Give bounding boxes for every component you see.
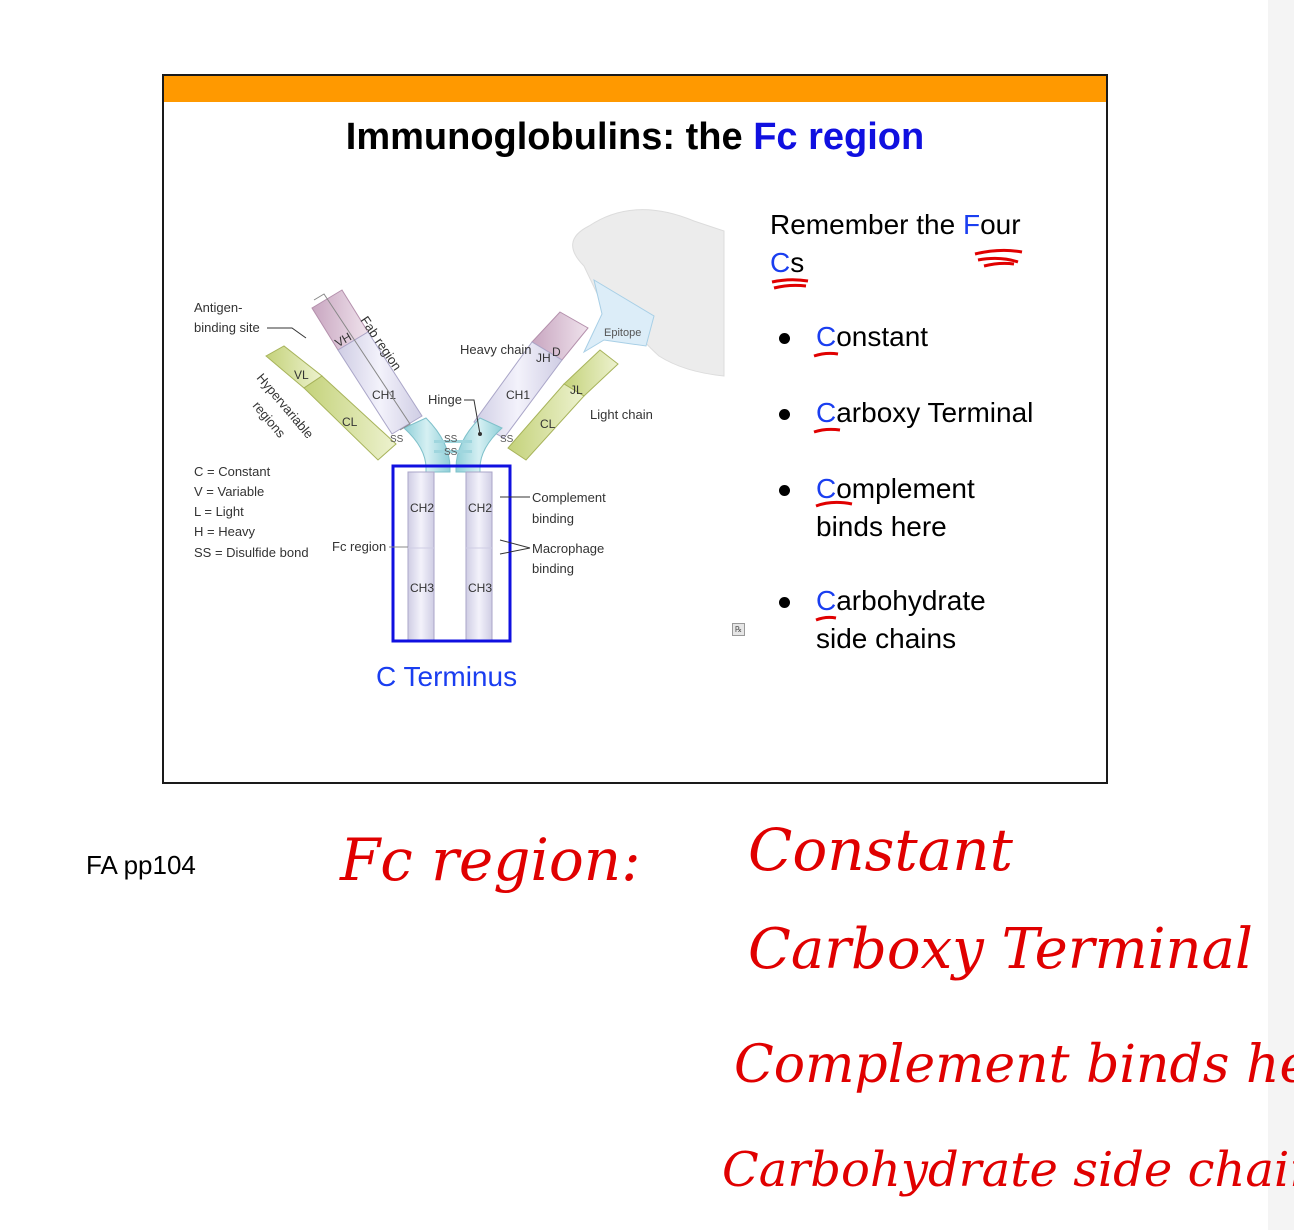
cl-right-label: CL xyxy=(540,417,556,431)
list-item: Complement binds here xyxy=(776,470,1016,546)
antibody-diagram: Epitope VH CH1 VL CL JH D CH1 JL xyxy=(194,209,725,643)
list-item: Carbohydrate side chains xyxy=(776,582,1016,658)
slide: Immunoglobulins: the Fc region Epitope xyxy=(162,74,1108,784)
antigen-binding-pointer xyxy=(267,327,307,339)
legend-item: C = Constant xyxy=(194,464,271,479)
left-heavy-arm: VH CH1 xyxy=(311,289,423,435)
vl-label: VL xyxy=(294,368,309,382)
handwritten-line: Carboxy Terminal xyxy=(748,917,1253,982)
ch3-right-label: CH3 xyxy=(468,581,492,595)
fc-highlight-box xyxy=(391,464,512,643)
left-light-arm: VL CL xyxy=(265,345,397,461)
epitope-shape xyxy=(582,278,655,354)
macrophage-binding-label-1: Macrophage xyxy=(532,541,604,556)
four-cs-list: Constant Carboxy Terminal Complement bin… xyxy=(776,318,1096,658)
c-letter: C xyxy=(816,397,837,428)
c-word: omplement binds here xyxy=(816,473,975,542)
c-word: arbohydrate side chains xyxy=(816,585,986,654)
page-reference: FA pp104 xyxy=(86,850,196,880)
handwritten-line: Constant xyxy=(748,816,1014,884)
remember-cs-rest: s xyxy=(790,247,805,278)
slide-title-main: Immunoglobulins: the xyxy=(345,116,743,158)
ss-hinge-label-1: SS xyxy=(444,434,458,445)
legend-item: L = Light xyxy=(194,504,244,519)
ch2-left-label: CH2 xyxy=(410,501,434,515)
remember-prefix: Remember the xyxy=(770,209,963,240)
slide-header-bar xyxy=(164,76,1106,102)
legend-item: H = Heavy xyxy=(194,524,256,539)
remember-four-rest: our xyxy=(980,209,1021,240)
ch2-right-label: CH2 xyxy=(468,501,492,515)
list-item: Carboxy Terminal xyxy=(776,394,1096,432)
complement-binding-label-2: binding xyxy=(532,511,574,526)
right-heavy-arm: JH D CH1 xyxy=(473,311,589,439)
antigen-binding-label-2: binding site xyxy=(194,320,260,335)
c-letter: C xyxy=(816,321,837,352)
ss-hinge-label-2: SS xyxy=(444,447,458,458)
slide-title: Immunoglobulins: the Fc region xyxy=(164,116,1106,159)
legend-item: SS = Disulfide bond xyxy=(194,545,309,560)
handwritten-fc-region: Fc region: xyxy=(339,826,641,894)
c-word: arboxy Terminal xyxy=(836,397,1034,428)
remember-f-letter: F xyxy=(962,209,981,240)
cell-surface-shape xyxy=(572,209,725,377)
jl-label: JL xyxy=(570,383,583,397)
list-item: Constant xyxy=(776,318,1096,356)
ss-right-label: SS xyxy=(500,434,514,445)
jh-label: JH xyxy=(536,351,551,365)
macrophage-binding-label-2: binding xyxy=(532,561,574,576)
legend-item: V = Variable xyxy=(194,484,264,499)
c-letter: C xyxy=(816,473,837,504)
ch3-left-label: CH3 xyxy=(410,581,434,595)
handwritten-line: Carbohydrate side chains xyxy=(722,1142,1294,1198)
rx-icon: ℞ xyxy=(732,623,745,636)
hinge-label: Hinge xyxy=(428,392,462,407)
heavy-chain-label: Heavy chain xyxy=(460,342,532,357)
c-letter: C xyxy=(816,585,837,616)
right-light-arm: JL CL xyxy=(507,349,619,461)
diagram-legend: C = Constant V = Variable L = Light H = … xyxy=(194,464,309,560)
d-label: D xyxy=(552,345,561,359)
antigen-binding-label-1: Antigen- xyxy=(194,300,242,315)
hinge-dot xyxy=(478,432,482,436)
cl-left-label: CL xyxy=(342,415,358,429)
epitope-label: Epitope xyxy=(604,327,641,339)
fab-region-bracket xyxy=(313,293,411,431)
ss-left-label: SS xyxy=(390,434,404,445)
handwritten-line: Complement binds here xyxy=(734,1035,1294,1095)
macrophage-pointer xyxy=(499,539,531,555)
fc-region-label: Fc region xyxy=(332,539,386,554)
slide-title-accent: Fc region xyxy=(753,116,925,158)
page-edge-strip xyxy=(1268,0,1294,1230)
hinge-region xyxy=(403,417,503,473)
complement-binding-label-1: Complement xyxy=(532,490,606,505)
c-word: onstant xyxy=(836,321,929,352)
hinge-pointer xyxy=(464,399,481,435)
c-terminus-label: C Terminus xyxy=(376,661,518,692)
remember-c-letter: C xyxy=(770,247,791,278)
ch1-left-label: CH1 xyxy=(372,388,396,402)
ch1-right-label: CH1 xyxy=(506,388,530,402)
light-chain-label: Light chain xyxy=(590,407,653,422)
fc-stems xyxy=(407,471,493,641)
